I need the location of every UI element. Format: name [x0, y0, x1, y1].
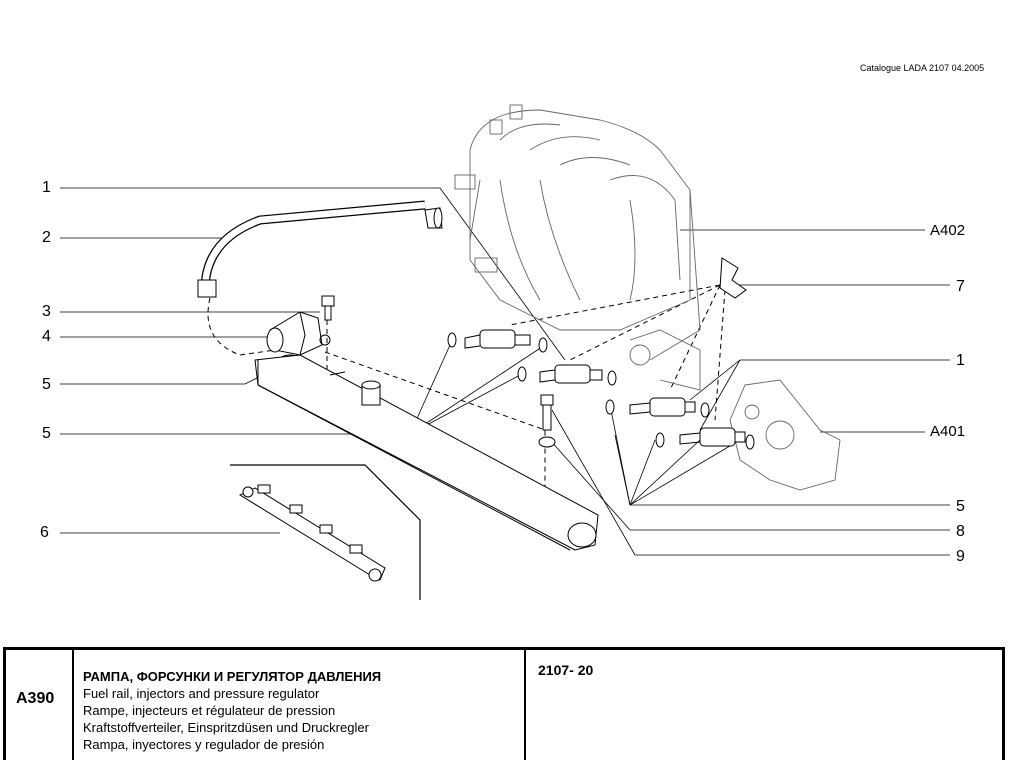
section-code: A390 — [16, 690, 55, 707]
code-cell: A390 — [6, 650, 74, 760]
title-spanish: Rampa, inyectores y regulador de presión — [83, 737, 325, 752]
catalogue-header: Catalogue LADA 2107 04.2005 — [860, 63, 985, 73]
dashed-arrows — [207, 284, 726, 490]
callout-2: 2 — [42, 229, 51, 246]
fuel-rail — [254, 354, 599, 551]
callout-a402: A402 — [930, 222, 966, 239]
title-french: Rampe, injecteurs et régulateur de press… — [83, 703, 336, 718]
callout-5-right: 5 — [956, 498, 965, 515]
callout-a401: A401 — [930, 423, 966, 440]
callout-5-b: 5 — [42, 425, 51, 442]
callout-5-a: 5 — [42, 376, 51, 393]
model-reference: 2107- 20 — [538, 662, 594, 678]
lower-manifold — [629, 329, 841, 491]
title-german: Kraftstoffverteiler, Einspritzdüsen und … — [83, 720, 369, 735]
callout-1-right: 1 — [956, 352, 965, 369]
title-english: Fuel rail, injectors and pressure regula… — [83, 686, 320, 701]
callout-7: 7 — [956, 278, 965, 295]
callout-4: 4 — [42, 328, 51, 345]
exploded-parts-diagram — [60, 104, 950, 600]
callout-6: 6 — [40, 524, 49, 541]
title-block: A390 РАМПА, ФОРСУНКИ И РЕГУЛЯТОР ДАВЛЕНИ… — [3, 647, 1005, 760]
callout-1-left: 1 — [42, 179, 51, 196]
callout-3: 3 — [42, 303, 51, 320]
title-cell: РАМПА, ФОРСУНКИ И РЕГУЛЯТОР ДАВЛЕНИЯ Fue… — [74, 650, 526, 760]
callout-9: 9 — [956, 548, 965, 565]
title-russian: РАМПА, ФОРСУНКИ И РЕГУЛЯТОР ДАВЛЕНИЯ — [83, 669, 382, 684]
intake-manifold — [454, 104, 701, 361]
fuel-injectors — [447, 257, 755, 450]
callout-8: 8 — [956, 523, 965, 540]
inset-rail-view — [230, 464, 421, 600]
leader-lines — [60, 187, 950, 556]
fuel-hose — [197, 200, 443, 298]
